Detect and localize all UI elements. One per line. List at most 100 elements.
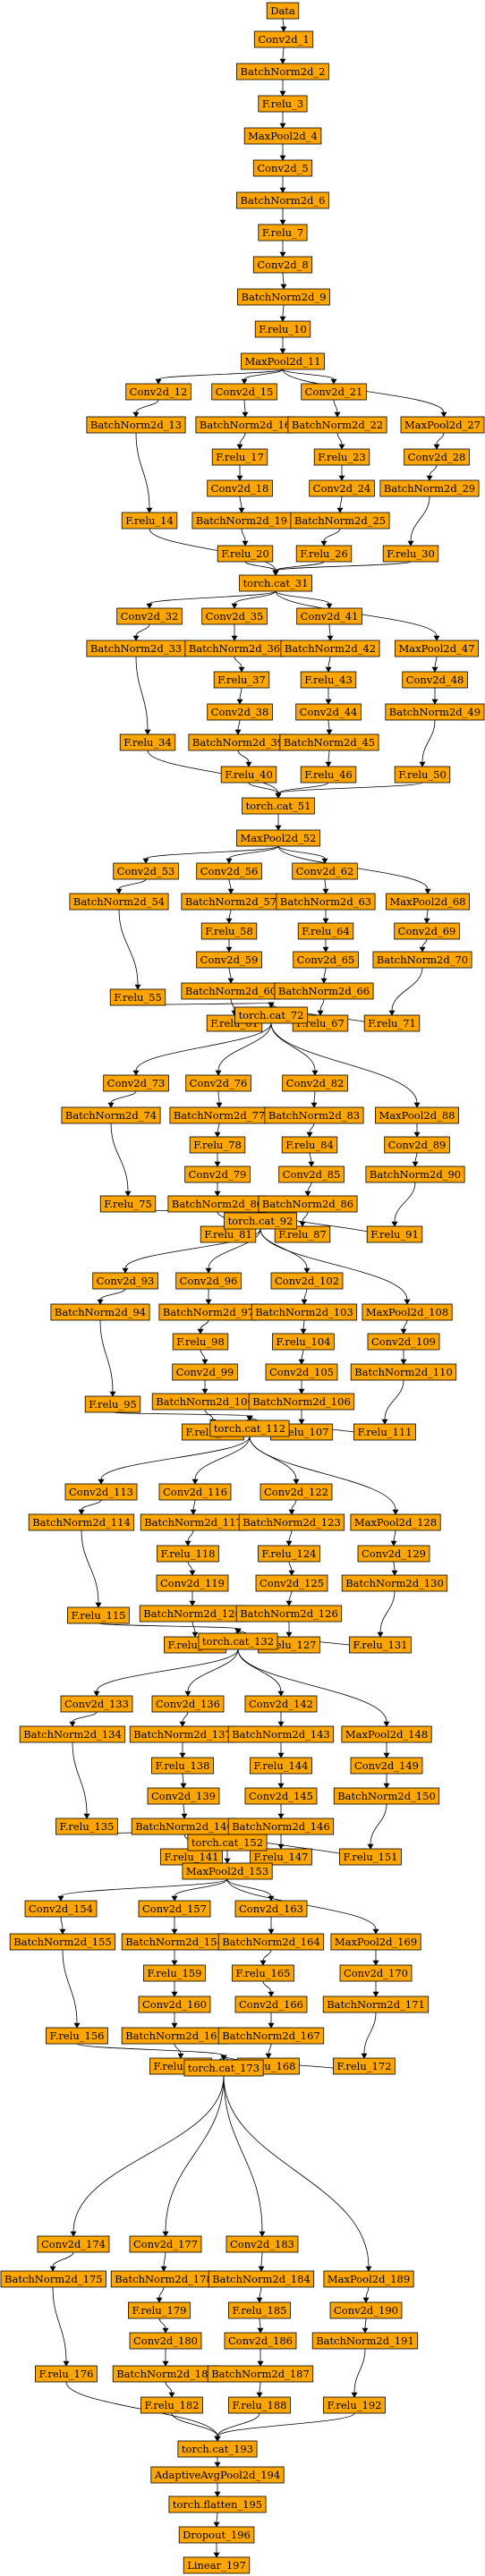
- node-Conv2d_73: Conv2d_73: [103, 1074, 169, 1092]
- node-box: [250, 1757, 312, 1775]
- edge-Conv2d_76-to-BatchNorm2d_77: [217, 1090, 220, 1104]
- node-box: [201, 607, 268, 625]
- arrowhead-Conv2d_102: [303, 1267, 311, 1274]
- node-Conv2d_41: Conv2d_41: [296, 607, 362, 625]
- node-box: [109, 988, 166, 1006]
- edge-Conv2d_190-to-BatchNorm2d_191: [364, 2318, 367, 2329]
- graph-edges: [49, 18, 447, 2558]
- node-label: BatchNorm2d_39: [192, 736, 284, 749]
- node-box: [258, 1545, 320, 1563]
- node-box: [329, 2301, 403, 2319]
- node-box: [175, 1272, 242, 1290]
- arrowhead-Conv2d_96: [205, 1267, 212, 1274]
- edge-BatchNorm2d_16-to-F.relu_17: [239, 432, 246, 445]
- node-label: Conv2d_82: [286, 1077, 345, 1089]
- node-Conv2d_154: Conv2d_154: [24, 1900, 98, 1918]
- edge-BatchNorm2d_175-to-F.relu_176: [52, 2286, 67, 2362]
- arrowhead-Conv2d_82: [311, 1070, 319, 1076]
- node-label: torch.cat_173: [188, 2062, 260, 2074]
- node-BatchNorm2d_150: BatchNorm2d_150: [333, 1787, 440, 1805]
- arrowhead-F.relu_64: [322, 918, 329, 924]
- node-AdaptiveAvgPool2d_194: AdaptiveAvgPool2d_194: [150, 2466, 285, 2484]
- arrowhead-BatchNorm2d_70: [419, 946, 426, 953]
- node-label: Conv2d_102: [275, 1275, 339, 1287]
- node-MaxPool2d_52: MaxPool2d_52: [236, 829, 320, 847]
- node-label: BatchNorm2d_33: [90, 642, 182, 655]
- node-box: [384, 1136, 450, 1154]
- arrowhead-BatchNorm2d_114: [78, 1509, 85, 1515]
- node-box: [184, 1165, 251, 1183]
- node-Conv2d_109: Conv2d_109: [367, 1333, 440, 1351]
- node-label: F.relu_192: [328, 2399, 382, 2411]
- node-box: [138, 1900, 211, 1918]
- node-box: [224, 2332, 297, 2350]
- node-label: F.relu_151: [344, 1851, 398, 1863]
- node-Conv2d_99: Conv2d_99: [172, 1363, 238, 1381]
- arrowhead-F.relu_7: [279, 219, 286, 225]
- node-box: [50, 1303, 150, 1321]
- node-F-relu_118: F.relu_118: [157, 1545, 219, 1563]
- edge-MaxPool2d_52-to-Conv2d_53: [145, 845, 279, 860]
- node-BatchNorm2d_181: BatchNorm2d_181: [112, 2365, 219, 2383]
- node-box: [270, 1272, 344, 1290]
- node-box: [282, 1074, 348, 1092]
- node-box: [217, 1933, 325, 1951]
- edge-torch.cat_173-to-Conv2d_177: [165, 2075, 225, 2233]
- arrowhead-BatchNorm2d_140: [181, 1813, 188, 1819]
- arrowhead-Conv2d_160: [171, 1991, 178, 1997]
- node-label: torch.cat_112: [214, 1422, 285, 1435]
- edge-BatchNorm2d_150-to-F.relu_151: [370, 1803, 387, 1845]
- arrowhead-Conv2d_44: [325, 699, 332, 705]
- node-label: BatchNorm2d_130: [345, 1577, 444, 1589]
- node-Conv2d_89: Conv2d_89: [384, 1136, 450, 1154]
- node-Conv2d_12: Conv2d_12: [125, 383, 191, 401]
- arrowhead-Conv2d_93: [122, 1267, 129, 1274]
- node-box: [296, 607, 362, 625]
- node-MaxPool2d_88: MaxPool2d_88: [375, 1106, 459, 1124]
- node-F-relu_84: F.relu_84: [281, 1136, 338, 1154]
- arrowhead-BatchNorm2d_39: [234, 729, 242, 735]
- node-label: F.relu_185: [233, 2304, 287, 2317]
- edge-Conv2d_59-to-BatchNorm2d_60: [228, 967, 232, 979]
- arrowhead-F.relu_30: [407, 540, 414, 547]
- node-label: BatchNorm2d_117: [144, 1516, 242, 1529]
- edge-BatchNorm2d_134-to-F.relu_135: [72, 1741, 88, 1815]
- node-box: [60, 1695, 133, 1713]
- node-label: Conv2d_5: [257, 162, 308, 174]
- node-box: [211, 383, 277, 401]
- node-box: [341, 1574, 448, 1592]
- node-label: BatchNorm2d_83: [268, 1109, 360, 1122]
- node-BatchNorm2d_110: BatchNorm2d_110: [350, 1363, 457, 1381]
- node-Conv2d_136: Conv2d_136: [151, 1695, 225, 1713]
- edge-BatchNorm2d_130-to-F.relu_131: [379, 1590, 396, 1633]
- arrowhead-Conv2d_183: [259, 2231, 266, 2237]
- node-box: [250, 1848, 312, 1866]
- arrowhead-F.relu_172: [361, 2053, 368, 2059]
- edge-torch.cat_112-to-Conv2d_116: [194, 1436, 251, 1480]
- arrowhead-BatchNorm2d_181: [162, 2360, 169, 2367]
- arrowhead-F.relu_192: [351, 2392, 358, 2398]
- arrowhead-BatchNorm2d_191: [362, 2327, 369, 2334]
- arrowhead-BatchNorm2d_13: [132, 411, 140, 418]
- node-F-relu_185: F.relu_185: [228, 2301, 291, 2319]
- edge-Conv2d_15-to-BatchNorm2d_16: [243, 399, 246, 413]
- node-Conv2d_157: Conv2d_157: [138, 1900, 211, 1918]
- arrowhead-Conv2d_149: [383, 1752, 390, 1758]
- node-label: F.relu_95: [89, 1398, 137, 1411]
- node-label: MaxPool2d_27: [404, 419, 481, 431]
- edge-torch.cat_173-to-MaxPool2d_189: [223, 2075, 370, 2267]
- arrowhead-F.relu_159: [171, 1960, 178, 1966]
- node-label: Conv2d_53: [117, 865, 175, 877]
- node-Dropout_196: Dropout_196: [178, 2526, 255, 2544]
- node-box: [238, 1513, 345, 1531]
- node-torch-cat_51: torch.cat_51: [242, 797, 315, 815]
- arrowhead-F.relu_138: [179, 1752, 186, 1758]
- edge-torch.cat_173-to-Conv2d_174: [72, 2075, 225, 2233]
- arrowhead-BatchNorm2d_106: [298, 1388, 305, 1394]
- node-BatchNorm2d_117: BatchNorm2d_117: [140, 1513, 247, 1531]
- node-box: [362, 1303, 453, 1321]
- arrowhead-F.relu_95: [109, 1391, 116, 1397]
- node-Conv2d_53: Conv2d_53: [113, 862, 179, 880]
- node-label: F.relu_104: [277, 1335, 331, 1348]
- arrowhead-Conv2d_5: [279, 155, 286, 161]
